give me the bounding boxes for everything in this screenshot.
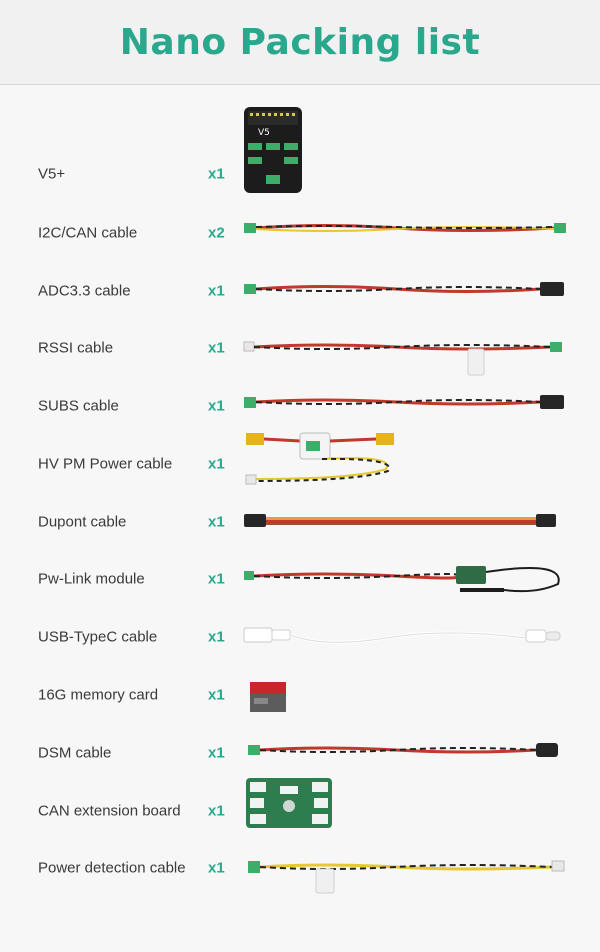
- power-detection-cable-icon: [236, 839, 576, 896]
- item-label: ADC3.3 cable: [38, 282, 131, 299]
- list-item: Pw-Link module x1: [0, 550, 600, 607]
- subs-cable-icon: [236, 377, 576, 434]
- item-quantity: x1: [208, 570, 225, 587]
- item-label: 16G memory card: [38, 686, 159, 703]
- item-quantity: x1: [208, 513, 225, 530]
- item-quantity: x1: [208, 686, 225, 703]
- item-label: SUBS cable: [38, 397, 119, 414]
- list-item: 16G memory card x1: [0, 666, 600, 723]
- item-label: USB-TypeC cable: [38, 628, 158, 645]
- item-quantity: x1: [208, 859, 225, 876]
- usb-typec-cable-icon: [236, 608, 576, 665]
- list-item: HV PM Power cable x1: [0, 432, 600, 492]
- list-item: V5+ x1 V5: [0, 107, 600, 202]
- item-label: I2C/CAN cable: [38, 224, 138, 241]
- list-item: RSSI cable x1: [0, 319, 600, 376]
- list-item: DSM cable x1: [0, 724, 600, 781]
- item-label: DSM cable: [38, 744, 112, 761]
- pw-link-module-icon: [236, 550, 576, 607]
- can-extension-board-icon: [236, 778, 576, 839]
- list-item: ADC3.3 cable x1: [0, 262, 600, 319]
- item-label: Dupont cable: [38, 513, 127, 530]
- list-item: CAN extension board x1: [0, 778, 600, 839]
- flight-controller-icon: V5: [236, 107, 576, 202]
- list-item: Dupont cable x1: [0, 493, 600, 550]
- item-label: Pw-Link module: [38, 570, 145, 587]
- list-item: Power detection cable x1: [0, 839, 600, 896]
- item-label: V5+: [38, 165, 66, 182]
- rssi-cable-icon: [236, 319, 576, 376]
- memory-card-icon: [236, 666, 576, 723]
- item-label: CAN extension board: [38, 802, 181, 819]
- item-quantity: x1: [208, 744, 225, 761]
- item-label: HV PM Power cable: [38, 455, 173, 472]
- item-quantity: x2: [208, 224, 225, 241]
- item-quantity: x1: [208, 397, 225, 414]
- item-quantity: x1: [208, 455, 225, 472]
- list-item: I2C/CAN cable x2: [0, 204, 600, 261]
- page-title: Nano Packing list: [119, 21, 481, 63]
- dsm-cable-icon: [236, 724, 576, 781]
- item-label: Power detection cable: [38, 859, 186, 876]
- adc-cable-icon: [236, 262, 576, 319]
- svg-text:V5: V5: [258, 128, 270, 138]
- i2c-can-cable-icon: [236, 204, 576, 261]
- item-quantity: x1: [208, 628, 225, 645]
- dupont-cable-icon: [236, 493, 576, 550]
- item-quantity: x1: [208, 165, 225, 182]
- list-item: SUBS cable x1: [0, 377, 600, 434]
- item-quantity: x1: [208, 339, 225, 356]
- item-label: RSSI cable: [38, 339, 114, 356]
- power-module-icon: [236, 432, 576, 492]
- item-quantity: x1: [208, 802, 225, 819]
- list-item: USB-TypeC cable x1: [0, 608, 600, 665]
- item-quantity: x1: [208, 282, 225, 299]
- header: Nano Packing list: [0, 0, 600, 85]
